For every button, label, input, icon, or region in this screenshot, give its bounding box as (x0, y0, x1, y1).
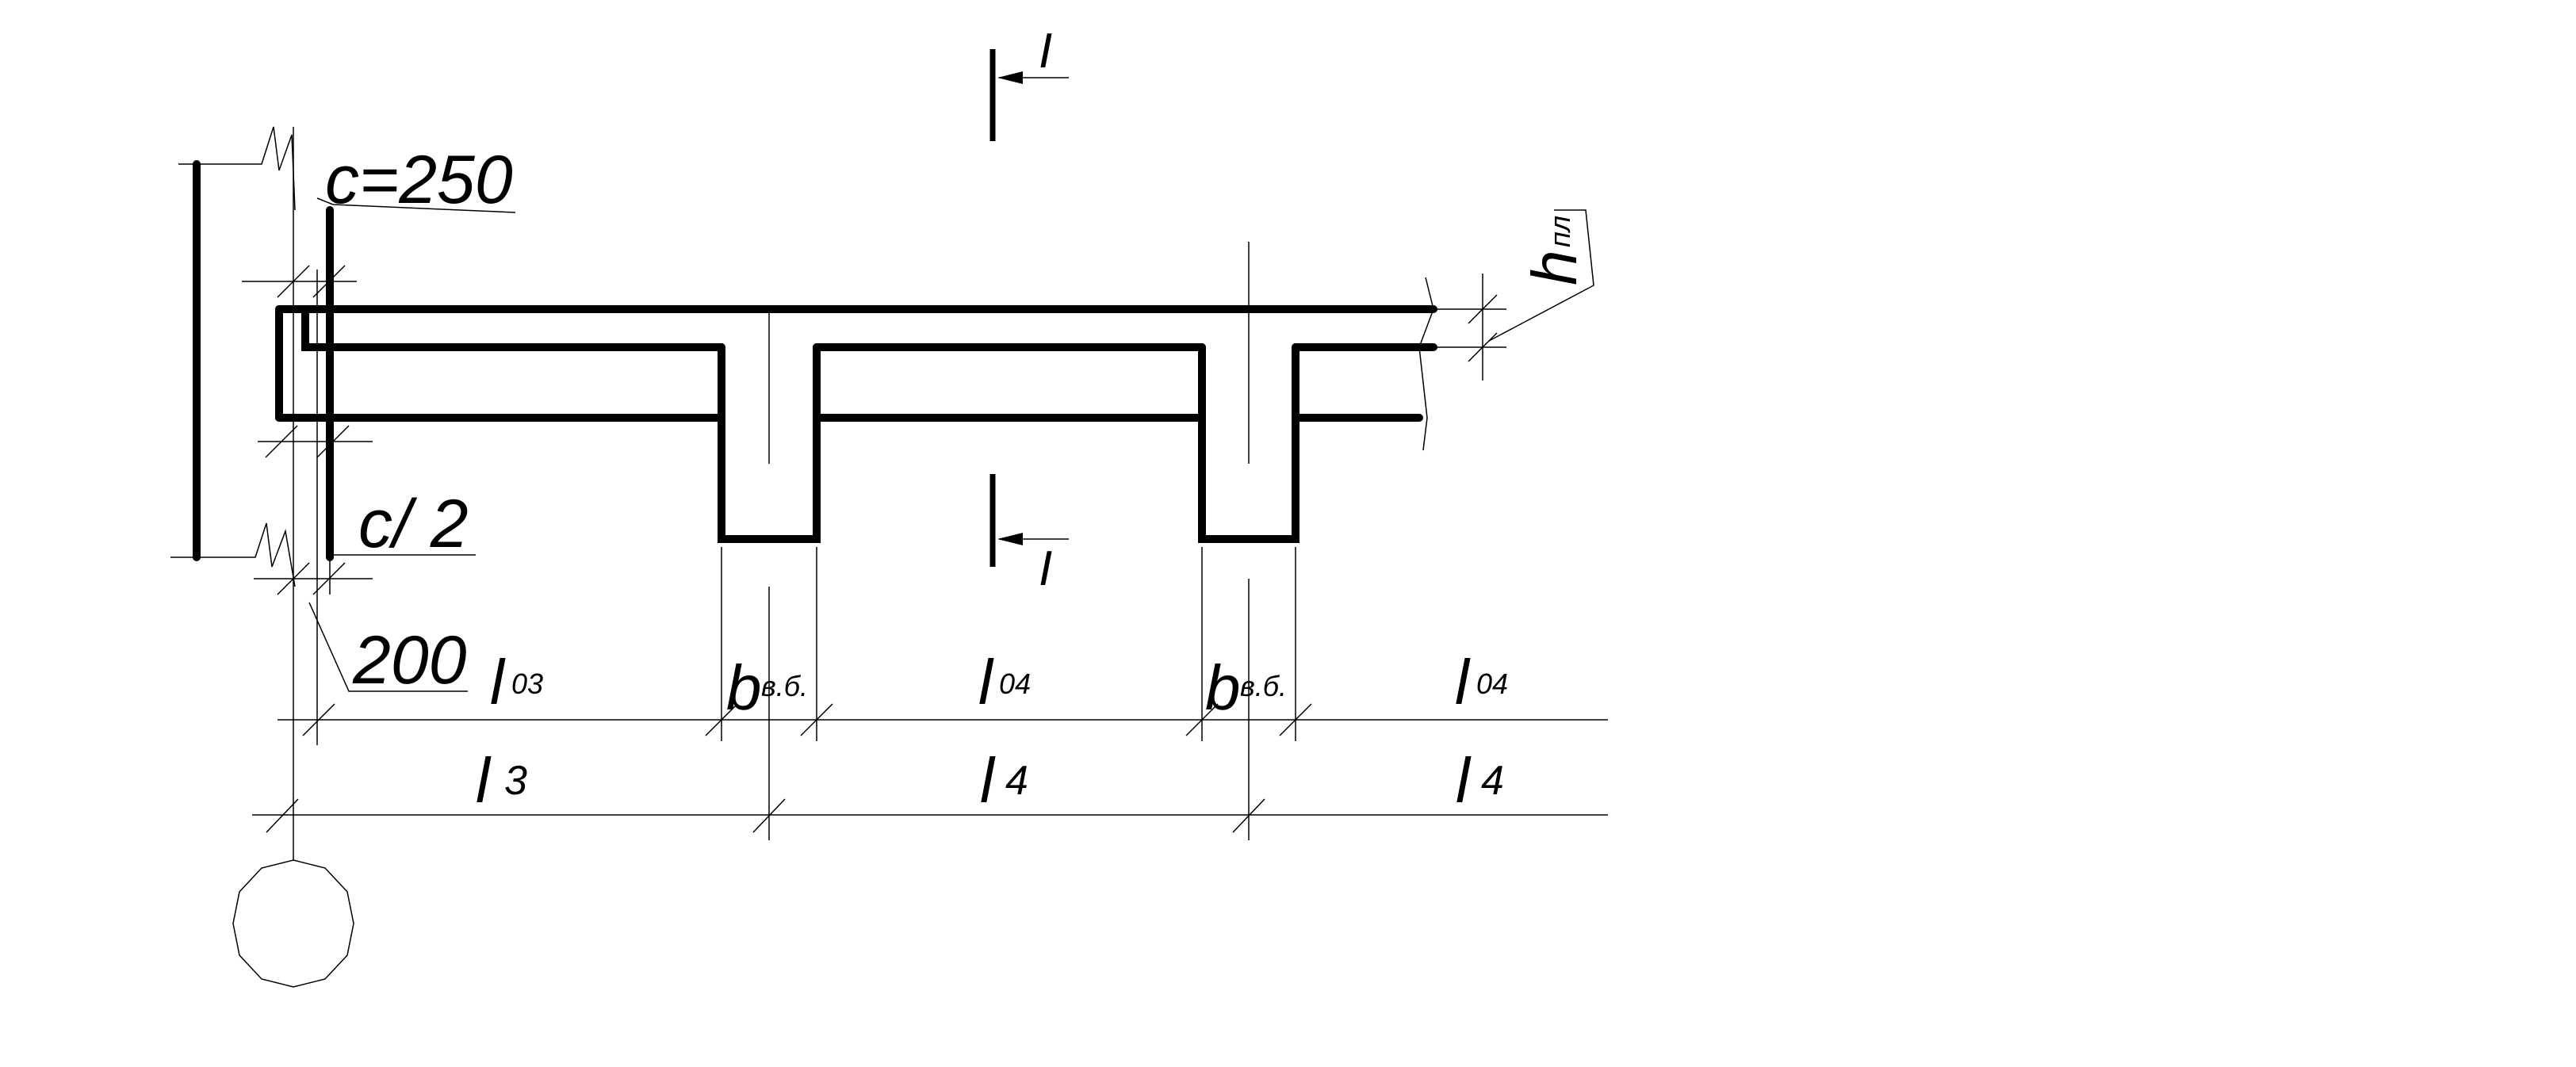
slab-break-right (1418, 277, 1434, 451)
label-l04b-main: l (1455, 647, 1471, 717)
tick-span-2 (1232, 798, 1265, 833)
label-l04b-sub: 04 (1476, 667, 1508, 700)
label-l3: l 3 (476, 745, 527, 816)
tick-clear-2 (800, 703, 833, 736)
label-l04a-sub: 04 (999, 667, 1031, 700)
section-bottom-label: I (1039, 541, 1052, 596)
axis-marker (232, 745, 354, 988)
label-h-main: h (1519, 250, 1590, 286)
wall-break-bottom (170, 522, 296, 587)
label-h-pl: h пл (1519, 216, 1590, 285)
label-200: 200 (352, 622, 467, 698)
tick-mid-1 (265, 425, 298, 458)
label-l4-first: l 4 (980, 745, 1028, 816)
centerlines (768, 242, 1250, 840)
label-l04-second: l 04 (1455, 647, 1508, 717)
section-mark-top: I (989, 24, 1069, 141)
label-c-half: c/ 2 (358, 486, 469, 562)
slab-thickness-dimension: h пл (1435, 209, 1594, 381)
label-b1-main: b (726, 652, 762, 723)
tick-top-2 (312, 265, 346, 298)
label-l03: l 03 (490, 647, 543, 717)
leader-c-half (326, 491, 476, 556)
tick-thickness-bottom (1468, 332, 1498, 362)
left-dimensions: c=250 c/ 2 200 (242, 127, 516, 745)
label-c-250: c=250 (325, 142, 513, 218)
label-b-beam-2: b в.б. (1205, 652, 1287, 723)
tick-thickness-top (1468, 294, 1498, 324)
tick-low-2 (312, 562, 346, 595)
label-l4b-main: l (1456, 745, 1472, 816)
label-l03-sub: 03 (511, 667, 543, 700)
slab-outline (275, 277, 1437, 543)
tick-span-1 (752, 798, 786, 833)
label-l3-sub: 3 (504, 758, 527, 804)
label-l3-main: l (476, 745, 492, 816)
beam-1 (718, 343, 821, 543)
wall-break-top (178, 126, 296, 211)
label-l03-main: l (490, 647, 506, 717)
tick-clear-3 (1185, 703, 1219, 736)
label-b-beam-1: b в.б. (726, 652, 808, 723)
label-b2-sub: в.б. (1240, 670, 1287, 702)
slab-support-step (301, 305, 725, 351)
leader-thickness (1488, 209, 1594, 342)
label-b1-sub: в.б. (761, 670, 808, 702)
section-mark-bottom: I (989, 474, 1069, 596)
bottom-dimensions: l 03 b в.б. l 04 b в.б. l 04 l 3 l 4 l (252, 547, 1608, 833)
label-h-sub: пл (1544, 216, 1576, 247)
beam-2 (1198, 343, 1299, 543)
label-b2-main: b (1205, 652, 1241, 723)
label-l04a-main: l (978, 647, 994, 717)
tick-low-1 (277, 562, 310, 595)
tick-clear-4 (1279, 703, 1312, 736)
label-l4-second: l 4 (1456, 745, 1504, 816)
section-top-arrow (997, 71, 1023, 84)
tick-mid-2 (316, 425, 350, 458)
section-top-label: I (1039, 24, 1052, 78)
section-bottom-arrow (997, 533, 1023, 545)
tick-clear-1 (705, 703, 738, 736)
wall (170, 126, 334, 587)
axis-bubble (232, 859, 354, 988)
label-l4a-sub: 4 (1005, 758, 1028, 804)
tick-top-1 (277, 265, 310, 298)
leader-c250 (316, 197, 516, 213)
label-l4a-main: l (980, 745, 996, 816)
tick-clear-0 (302, 703, 335, 736)
label-l04-first: l 04 (978, 647, 1031, 717)
label-l4b-sub: 4 (1481, 758, 1504, 804)
leader-200 (308, 602, 468, 692)
